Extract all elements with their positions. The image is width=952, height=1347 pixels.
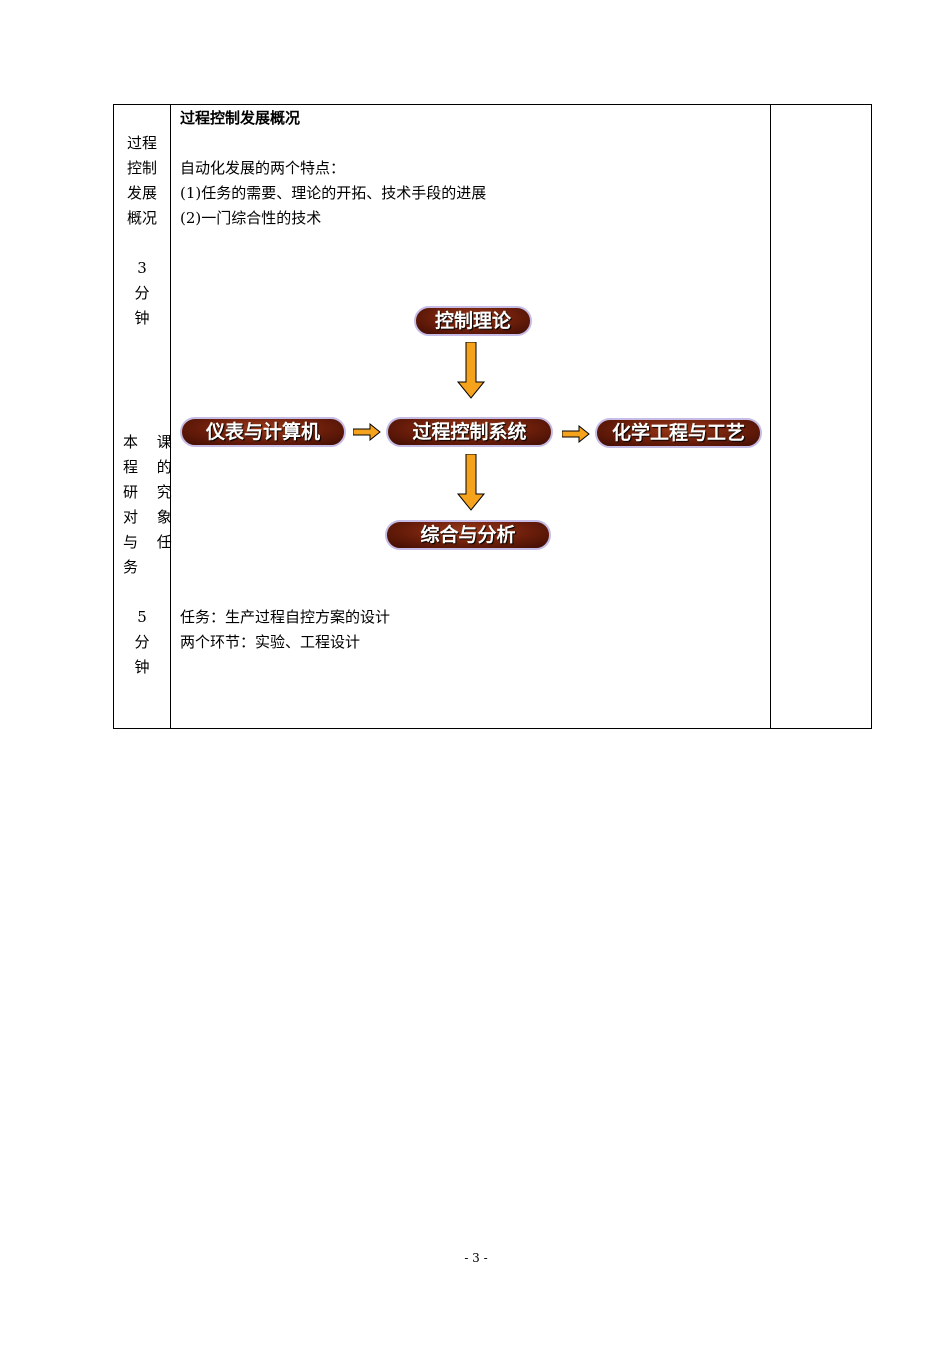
point-2: (2)一门综合性的技术 [180,209,322,227]
node-control-theory: 控制理论 [414,306,532,336]
section2-content: 任务：生产过程自控方案的设计 两个环节：实验、工程设计 [180,605,390,655]
node-synthesis-analysis: 综合与分析 [385,520,551,550]
node-instruments-computer: 仪表与计算机 [180,417,346,447]
task-text: 任务：生产过程自控方案的设计 [180,608,391,626]
node-process-control-system: 过程控制系统 [386,417,553,447]
section1-content: 过程控制发展概况 自动化发展的两个特点： (1)任务的需要、理论的开拓、技术手段… [180,106,486,231]
section2-label: 本 课 程 的 研 究 对 象 与 任 务 [123,433,179,576]
flow-diagram: 控制理论 仪表与计算机 过程控制系统 化学工程与工艺 综合与分析 [171,300,769,560]
arrow-down-top-icon [456,342,486,399]
links-text: 两个环节：实验、工程设计 [180,633,361,651]
page-number: - 3 - [464,1251,488,1265]
column-divider-left [170,105,171,728]
section2-duration: 5 分 钟 [134,608,150,676]
arrow-right-right-icon [562,425,590,443]
lesson-table: 过程 控制 发展 概况 3 分 钟 本 课 程 的 研 究 对 象 与 任 务 … [113,104,872,729]
section1-duration: 3 分 钟 [134,259,150,327]
arrow-down-bottom-icon [456,454,486,511]
node-chemical-engineering: 化学工程与工艺 [595,418,762,448]
point-1: (1)任务的需要、理论的开拓、技术手段的进展 [180,184,487,202]
column-divider-right [770,105,771,728]
intro-text: 自动化发展的两个特点： [180,159,346,177]
section-heading: 过程控制发展概况 [180,109,301,127]
arrow-right-left-icon [353,423,381,441]
section1-label: 过程 控制 发展 概况 [126,134,157,227]
